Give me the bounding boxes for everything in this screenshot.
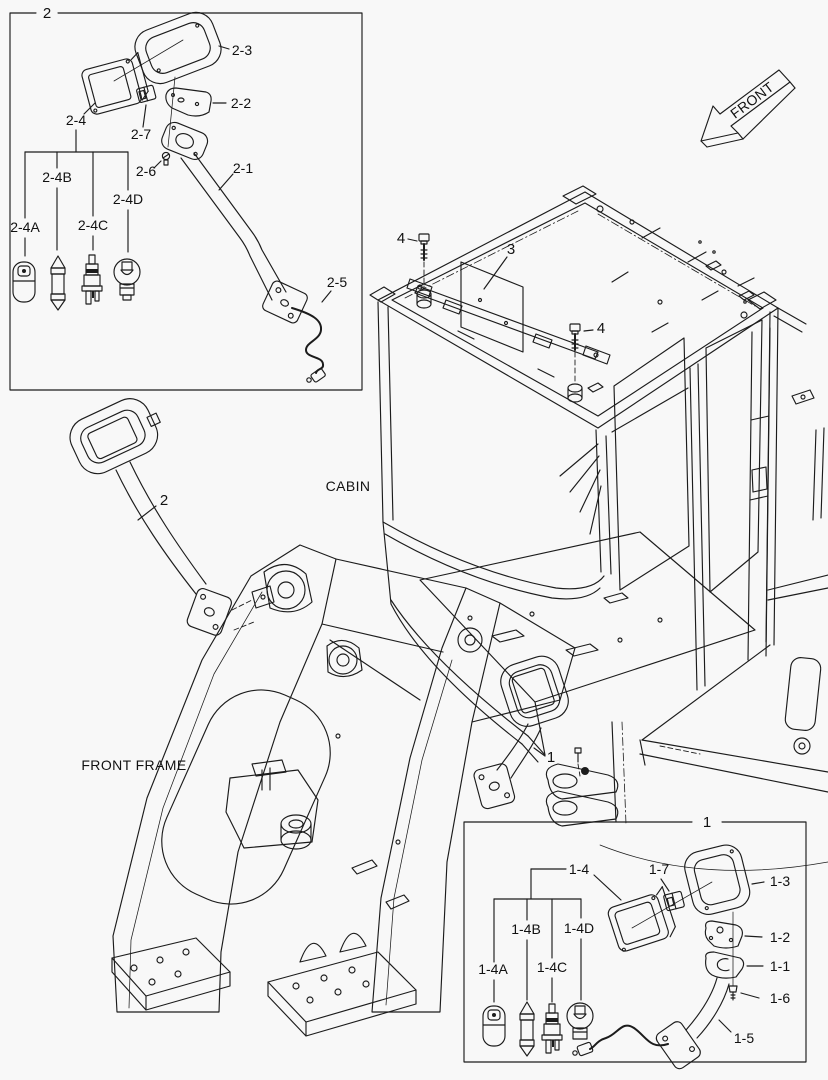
front-frame-label: FRONT FRAME: [81, 757, 186, 773]
leader-2-6: [154, 161, 161, 168]
callout-2-4C: 2-4C: [78, 217, 108, 233]
arm-2-1-drawing: [159, 120, 309, 325]
bulb-2-4B-drawing: [51, 256, 65, 310]
leader-2-5: [322, 291, 331, 302]
leader-1: [534, 748, 545, 756]
callout-1-4B: 1-4B: [511, 921, 541, 937]
leader-3: [484, 257, 507, 289]
explode-axis: [632, 882, 712, 928]
explode-axis: [114, 40, 183, 81]
screw-1-6-drawing: [729, 986, 737, 1000]
bulb-1-4A-drawing: [483, 1006, 505, 1046]
bulb-2-4A-drawing: [13, 262, 35, 302]
connector-1-7-drawing: [663, 891, 684, 911]
leader-1-2: [745, 936, 762, 937]
leader-4-right: [584, 330, 593, 331]
callout-2-4B: 2-4B: [42, 169, 72, 185]
lamp-assy-1-drawing: [473, 652, 573, 810]
callout-1-5: 1-5: [734, 1030, 754, 1046]
leader-4-left: [408, 239, 417, 241]
callout-1-1: 1-1: [770, 958, 790, 974]
explode-axis: [168, 77, 175, 147]
leader-2-7: [143, 105, 146, 127]
callout-1-2: 1-2: [770, 929, 790, 945]
callout-2-3: 2-3: [232, 42, 252, 58]
bracket-1-2-drawing: [705, 921, 742, 948]
bulb-1-4D-drawing: [567, 1003, 593, 1039]
plate-1-1-drawing: [706, 952, 744, 978]
callout-3: 3: [507, 241, 515, 258]
roof-bolt-left-drawing: [417, 234, 431, 308]
leader-1-3: [752, 882, 764, 884]
lamp-1-4-drawing: [605, 887, 678, 953]
front-frame-drawing: [112, 545, 575, 1036]
leader-2-3: [219, 46, 229, 49]
front-direction-arrow: FRONT: [701, 70, 795, 147]
bulb-2-4D-drawing: [114, 259, 140, 300]
bulb-tree-2: [25, 130, 128, 256]
bulb-1-4B-drawing: [520, 1002, 534, 1056]
detail-box-1-ref: 1: [703, 814, 711, 831]
callout-4-right: 4: [597, 320, 605, 337]
leader-1-4: [594, 875, 621, 900]
bracket-2-2-drawing: [166, 88, 211, 116]
callout-lamp-2: 2: [160, 492, 168, 509]
cabin-label: CABIN: [326, 478, 371, 494]
leader-1-5: [719, 1020, 731, 1032]
roof-bracket-3-drawing: [407, 262, 610, 377]
callout-2-6: 2-6: [136, 163, 156, 179]
callout-2-7: 2-7: [131, 126, 151, 142]
callout-4-left: 4: [397, 230, 405, 247]
detail-box-1: 1 1-4 1-4B 1-4D 1-4A 1-4C: [464, 814, 806, 1071]
lamp-assy-2-drawing: [63, 390, 254, 637]
callout-1-3: 1-3: [770, 873, 790, 889]
roof-bolt-right-drawing: [568, 324, 582, 402]
cabin-drawing: [370, 186, 828, 870]
callout-2-4A: 2-4A: [10, 219, 40, 235]
callout-lamp-1: 1: [547, 749, 555, 766]
detail-box-1-border: [464, 822, 806, 1062]
bezel-2-3-drawing: [130, 7, 227, 89]
front-arrow-label: FRONT: [727, 78, 777, 121]
arm-1-5-drawing: [573, 978, 729, 1071]
bulb-tree-1: [494, 869, 581, 1002]
leader-2: [138, 506, 156, 520]
detail-box-2: 2 2-3 2-4 2-7: [10, 5, 362, 390]
callout-1-4D: 1-4D: [564, 920, 594, 936]
harness-2-5-drawing: [292, 308, 326, 383]
callout-1-4: 1-4: [569, 861, 589, 877]
detail-box-2-ref: 2: [43, 5, 51, 22]
lamp-2-4-drawing: [80, 53, 151, 116]
callout-1-4C: 1-4C: [537, 959, 567, 975]
detail-box-2-border: [10, 13, 362, 390]
callout-2-4: 2-4: [66, 112, 86, 128]
leader-1-7: [661, 879, 669, 891]
callout-1-6: 1-6: [770, 990, 790, 1006]
frame-clevis-drawing: [546, 722, 626, 826]
leader-2-1: [219, 174, 233, 190]
connector-2-7-drawing: [136, 85, 156, 103]
bulb-1-4C-drawing: [542, 1004, 562, 1053]
screw-2-6-drawing: [162, 152, 169, 165]
bulb-2-4C-drawing: [82, 255, 102, 304]
callout-2-1: 2-1: [233, 160, 253, 176]
leader-1-6: [741, 993, 759, 998]
callout-1-4A: 1-4A: [478, 961, 508, 977]
leader-2-4: [84, 103, 95, 114]
callout-2-4D: 2-4D: [113, 191, 143, 207]
callout-1-7: 1-7: [649, 861, 669, 877]
bezel-1-3-drawing: [681, 842, 753, 918]
callout-2-5: 2-5: [327, 274, 347, 290]
callout-2-2: 2-2: [231, 95, 251, 111]
